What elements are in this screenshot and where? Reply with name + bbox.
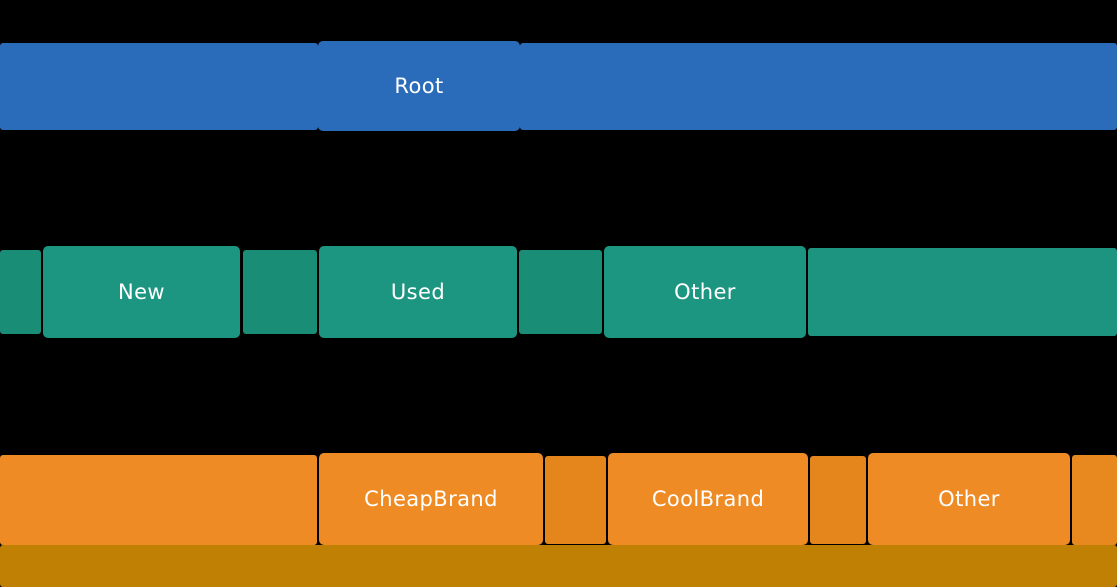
icicle-node-coolbrand[interactable]: CoolBrand [608,453,808,545]
node-label-used: Used [390,280,446,304]
icicle-segment-root-bar-right[interactable] [520,43,1117,130]
icicle-segment-l1-seg-b[interactable] [243,250,317,334]
icicle-segment-root-bar-left[interactable] [0,43,318,130]
icicle-node-used[interactable]: Used [319,246,517,338]
icicle-segment-l3-strip[interactable] [0,545,1117,587]
node-label-new: New [117,280,165,304]
icicle-node-other-l1[interactable]: Other [604,246,806,338]
node-label-cheapbrand: CheapBrand [364,487,498,511]
icicle-segment-l1-seg-a[interactable] [0,250,41,334]
icicle-node-new[interactable]: New [43,246,240,338]
icicle-segment-l2-seg-b[interactable] [545,456,606,544]
icicle-node-root[interactable]: Root [318,41,520,131]
icicle-node-other-l2[interactable]: Other [868,453,1070,545]
node-label-coolbrand: CoolBrand [651,487,765,511]
node-label-other-l1: Other [674,280,736,304]
icicle-segment-l1-seg-c[interactable] [519,250,602,334]
icicle-segment-l2-seg-a[interactable] [0,455,317,545]
icicle-segment-l2-seg-c[interactable] [810,456,866,544]
node-label-root: Root [394,74,444,98]
icicle-segment-l2-seg-d[interactable] [1072,455,1117,545]
node-label-other-l2: Other [938,487,1000,511]
icicle-node-cheapbrand[interactable]: CheapBrand [319,453,543,545]
icicle-segment-l1-seg-d[interactable] [808,248,1117,336]
